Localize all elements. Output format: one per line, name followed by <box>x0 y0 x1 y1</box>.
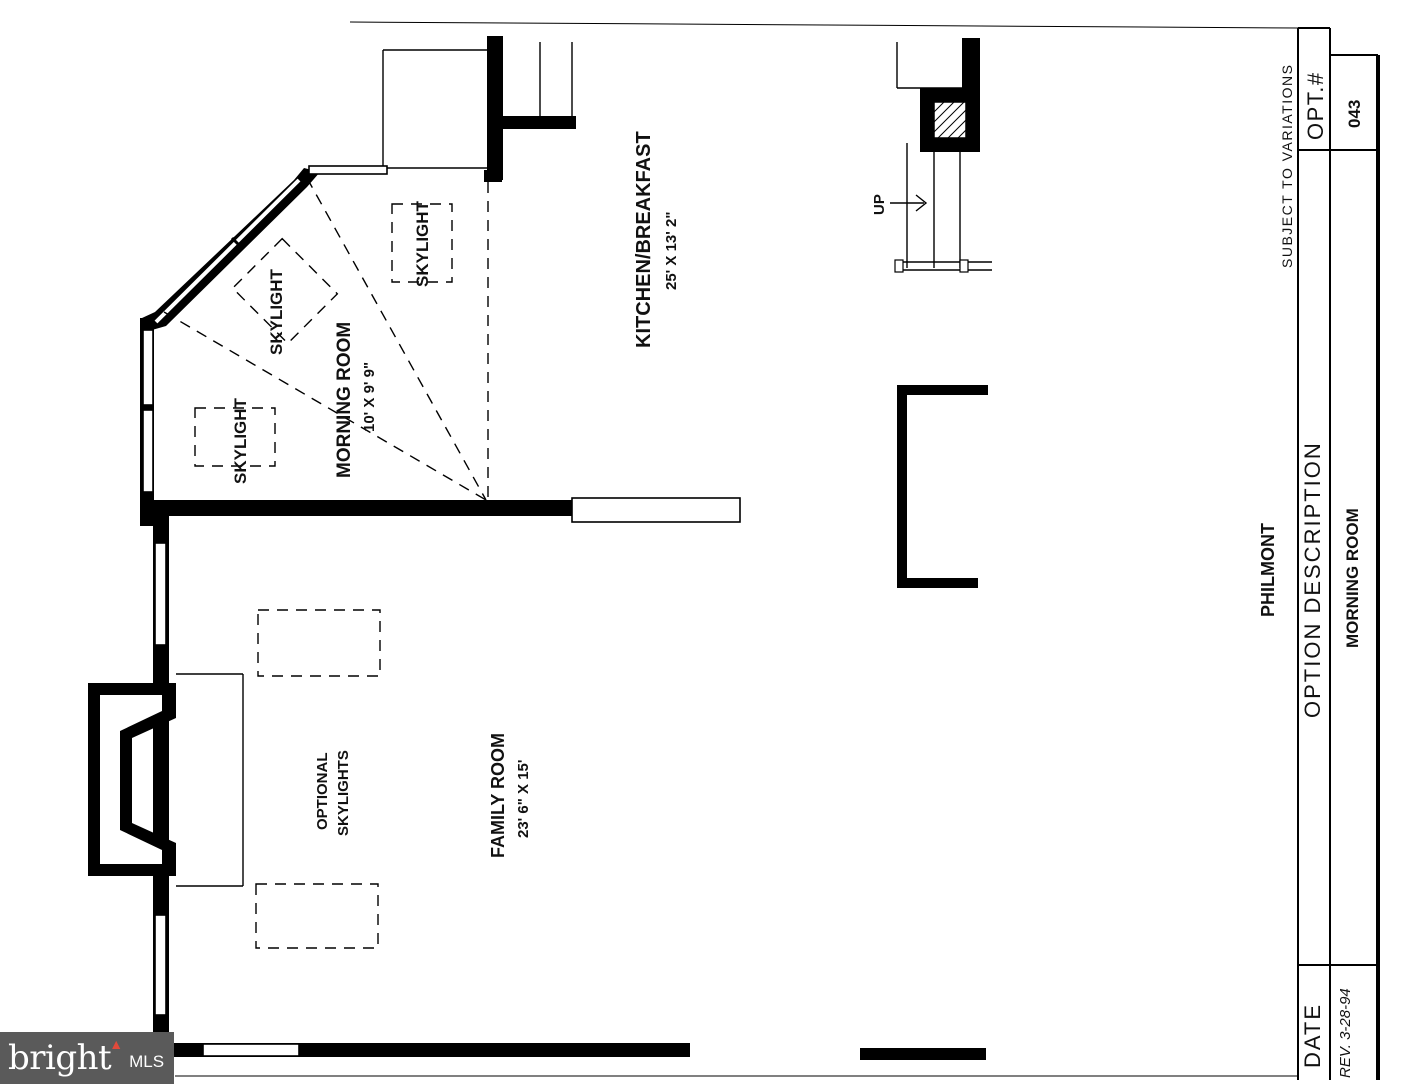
subject-note: SUBJECT TO VARIATIONS <box>1279 64 1295 268</box>
stair-area: UP <box>310 36 992 273</box>
kitchen-name: KITCHEN/BREAKFAST <box>633 131 655 348</box>
morning-room-name: MORNING ROOM <box>334 322 355 478</box>
title-block: SUBJECT TO VARIATIONS OPT.# 043 OPTION D… <box>349 21 1380 1080</box>
optional-skylights-label-1: OPTIONAL <box>314 753 331 831</box>
brand-watermark: bright ▲ MLS <box>0 1032 174 1084</box>
date-header: DATE <box>1300 1003 1325 1068</box>
brand-dot-icon: ▲ <box>109 1036 124 1052</box>
model-name: PHILMONT <box>1258 523 1278 617</box>
skylight-label-2: SKYLIGHT <box>267 268 286 355</box>
family-room: OPTIONAL SKYLIGHTS FAMILY ROOM 23' 6" X … <box>88 516 1298 1077</box>
opt-header: OPT.# <box>1303 71 1328 140</box>
skylight-label-3: SKYLIGHT <box>231 397 250 484</box>
skylight-label-1: SKYLIGHT <box>413 200 432 287</box>
date-value: REV. 3-28-94 <box>1337 988 1354 1078</box>
morning-room: SKYLIGHT SKYLIGHT SKYLIGHT MORNING ROOM … <box>140 165 741 526</box>
option-description: MORNING ROOM <box>1343 508 1362 648</box>
kitchen-breakfast: KITCHEN/BREAKFAST 25' X 13' 2" <box>633 131 988 588</box>
optional-skylights-label-2: SKYLIGHTS <box>335 750 352 836</box>
kitchen-size: 25' X 13' 2" <box>663 212 680 290</box>
opt-number: 043 <box>1345 100 1364 128</box>
family-room-size: 23' 6" X 15' <box>515 760 532 838</box>
brand-suffix: MLS <box>129 1052 165 1071</box>
stair-up-label: UP <box>871 194 888 215</box>
brand-name: bright <box>8 1038 112 1078</box>
morning-room-size: 10' X 9' 9" <box>361 362 378 432</box>
option-description-header: OPTION DESCRIPTION <box>1300 441 1325 718</box>
family-room-name: FAMILY ROOM <box>488 733 508 858</box>
